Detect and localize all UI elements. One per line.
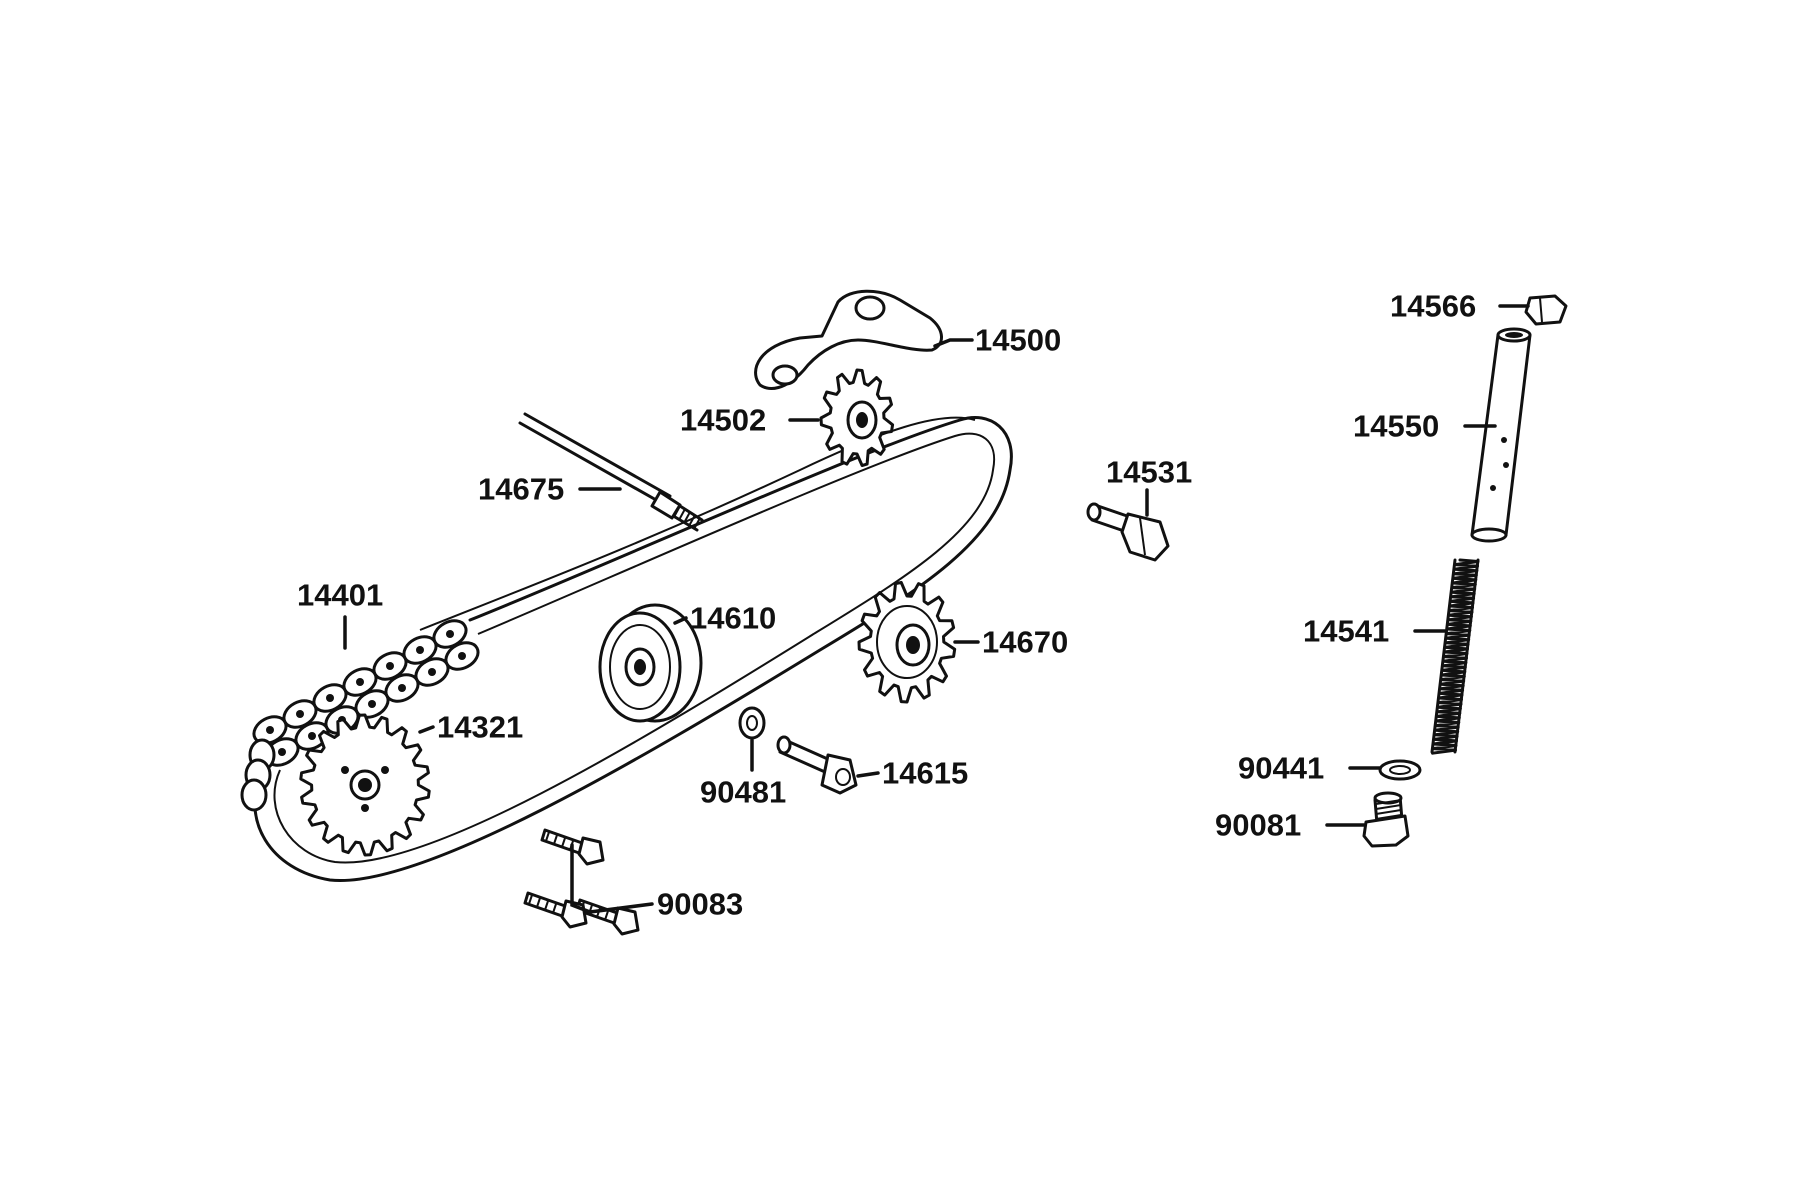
- pivot-bolt: [776, 735, 858, 795]
- gasket: [1378, 759, 1422, 781]
- label-14531: 14531: [1106, 454, 1193, 490]
- label-90083: 90083: [657, 886, 744, 922]
- label-14500: 14500: [975, 322, 1062, 358]
- label-90081: 90081: [1215, 807, 1302, 843]
- label-14321: 14321: [437, 709, 524, 745]
- guide-sprocket: [819, 368, 895, 467]
- washer: [738, 706, 766, 740]
- label-14502: 14502: [680, 402, 767, 438]
- plug-bolt: [1362, 791, 1410, 848]
- shoulder-bolt: [1086, 502, 1170, 562]
- label-14615: 14615: [882, 755, 969, 791]
- crank-sprocket: [299, 713, 431, 857]
- tensioner-rod: [1470, 327, 1532, 543]
- bolts-group: [523, 828, 640, 936]
- label-14401: 14401: [297, 577, 384, 613]
- label-90441: 90441: [1238, 750, 1325, 786]
- tensioner-sprocket: [857, 580, 957, 704]
- label-14675: 14675: [478, 471, 565, 507]
- leader-14321: [418, 725, 435, 734]
- leader-14610: [673, 616, 688, 625]
- label-14550: 14550: [1353, 408, 1440, 444]
- leader-14615: [856, 771, 880, 778]
- label-90481: 90481: [700, 774, 787, 810]
- guide-roller: [598, 603, 703, 723]
- long-stud: [518, 412, 704, 532]
- spring: [1430, 558, 1480, 755]
- chain-guide-bracket: [754, 289, 943, 390]
- label-14610: 14610: [690, 600, 777, 636]
- leader-14500: [933, 338, 974, 348]
- cam-chain-rollers: [240, 619, 480, 812]
- label-14541: 14541: [1303, 613, 1390, 649]
- leader-90083: [570, 843, 654, 914]
- label-14670: 14670: [982, 624, 1069, 660]
- label-14566: 14566: [1390, 288, 1477, 324]
- cam-chain-loop: [253, 415, 1013, 883]
- cap: [1524, 294, 1568, 326]
